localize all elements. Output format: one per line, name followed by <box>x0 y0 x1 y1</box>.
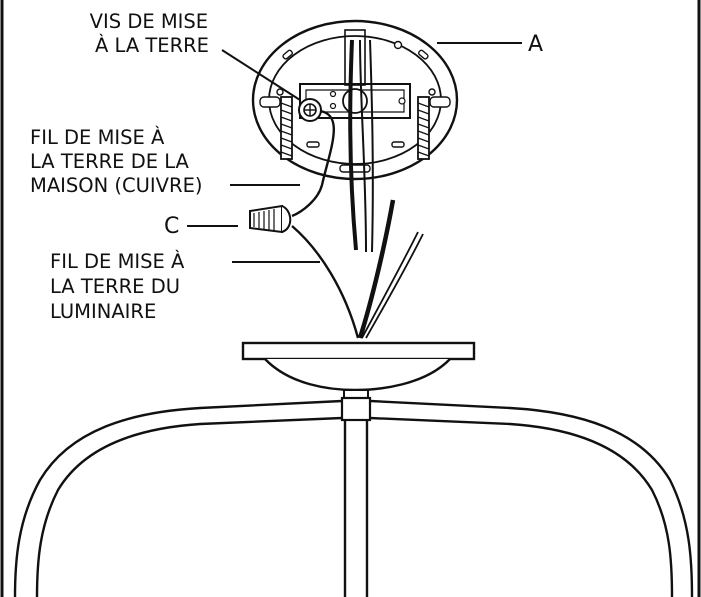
leader-lines <box>187 42 522 263</box>
house-ground-wire-label: FIL DE MISE À LA TERRE DE LA MAISON (CUI… <box>30 126 203 197</box>
canopy <box>241 341 476 392</box>
fixture-ground-wire <box>291 225 360 339</box>
mounting-plate <box>251 19 459 181</box>
ground-screw <box>298 98 322 122</box>
fixture-arms <box>13 399 694 597</box>
fixture-wires <box>357 199 424 339</box>
fixture-stem <box>340 389 372 597</box>
wire-connector <box>249 204 292 234</box>
ground-screw-label: VIS DE MISE À LA TERRE <box>90 10 215 57</box>
mounting-screw-right <box>417 96 430 160</box>
house-wires <box>291 39 374 253</box>
mounting-screw-left <box>280 96 293 160</box>
part-a-label: A <box>528 32 543 57</box>
fixture-ground-wire-label: FIL DE MISE À LA TERRE DU LUMINAIRE <box>50 250 191 323</box>
part-c-label: C <box>164 214 179 239</box>
